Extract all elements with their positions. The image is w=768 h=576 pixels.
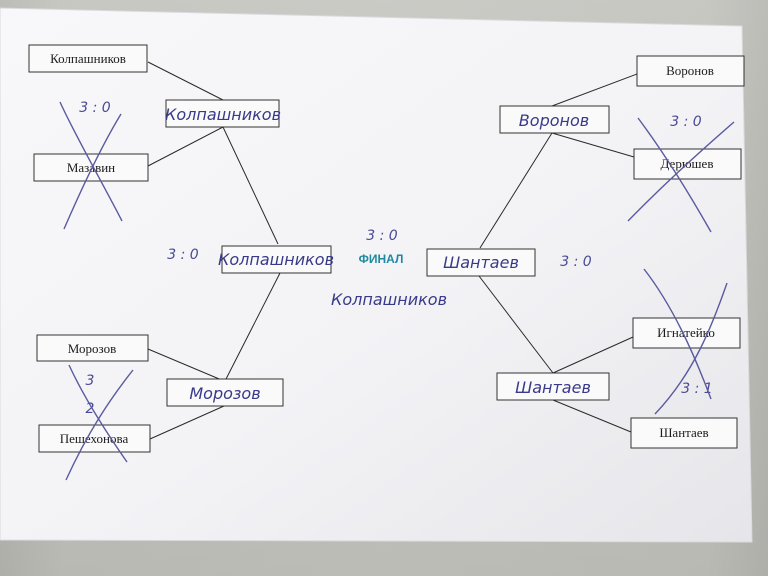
score-left-bottom-line1: 3: [86, 373, 95, 389]
final-title: ФИНАЛ: [359, 252, 404, 266]
score-right-top: 3 : 0: [670, 114, 702, 130]
handwritten-winner: Морозов: [189, 384, 260, 403]
player-name: Пешехонова: [60, 431, 129, 446]
cross-marks: [59, 101, 735, 481]
handwritten-winner: Воронов: [519, 111, 589, 130]
score-right-bottom: 3 : 1: [681, 381, 712, 397]
player-box: [636, 55, 745, 87]
player-box: [33, 153, 149, 182]
player-name: Игнатейко: [657, 325, 715, 340]
score-left-bottom-line2: 2: [86, 401, 95, 417]
handwritten-winner: Колпашников: [218, 250, 334, 269]
player-name: Мазавин: [67, 160, 115, 175]
player-box: [28, 44, 148, 73]
final-winner: Колпашников: [331, 290, 447, 309]
winner-box: [496, 372, 610, 401]
score-right-semi: 3 : 0: [560, 254, 592, 270]
score-left-top: 3 : 0: [79, 100, 111, 116]
final-score: 3 : 0: [366, 228, 398, 244]
paper-sheet: [0, 7, 753, 543]
winner-box: [165, 99, 280, 128]
player-box: [38, 424, 151, 453]
player-box: [632, 317, 741, 349]
winner-box: [426, 248, 536, 277]
handwritten-winner: Колпашников: [165, 105, 281, 124]
match-right-bottom: Игнатейко Шантаев: [630, 317, 741, 449]
player-box: [630, 417, 738, 449]
winner-box: [166, 378, 284, 407]
match-left-bottom: Морозов Пешехонова: [36, 334, 151, 453]
player-box: [36, 334, 149, 362]
match-left-top: Колпашников Мазавин: [28, 44, 149, 182]
player-name: Шантаев: [659, 425, 708, 440]
score-left-semi: 3 : 0: [167, 247, 199, 263]
bracket-lines: [147, 61, 638, 440]
winner-box: [499, 105, 610, 134]
handwritten-winner: Шантаев: [515, 378, 591, 397]
handwritten-winner: Шантаев: [443, 253, 519, 272]
player-name: Воронов: [666, 63, 714, 78]
winner-box: [221, 245, 332, 274]
player-name: Морозов: [68, 341, 116, 356]
player-name: Колпашников: [50, 51, 126, 66]
